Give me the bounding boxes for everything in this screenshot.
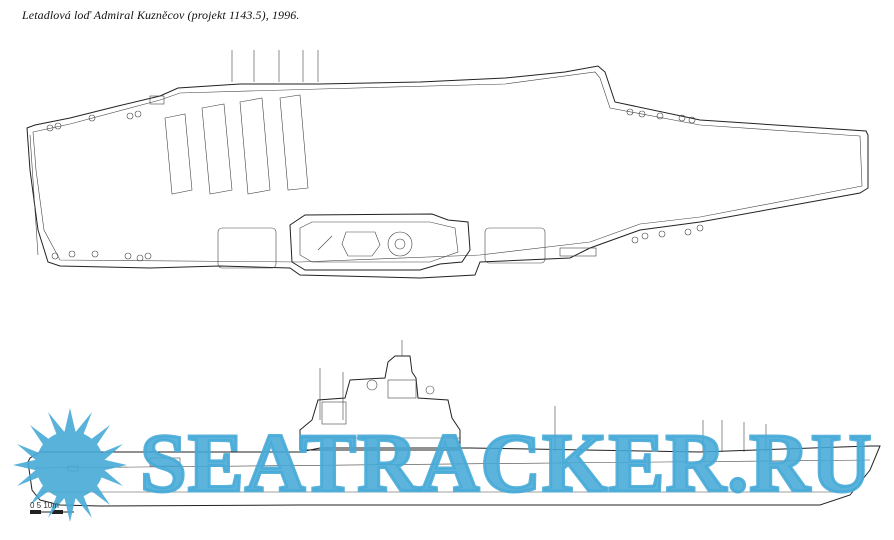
plan-view — [26, 50, 869, 279]
watermark-text: SEATRACKER.RU — [139, 417, 874, 510]
drawing-caption: Letadlová loď Admiral Kuzněcov (projekt … — [22, 8, 300, 22]
scale-bar-label: 0 5 10m — [30, 501, 59, 510]
watermark-sun-icon — [13, 408, 127, 522]
